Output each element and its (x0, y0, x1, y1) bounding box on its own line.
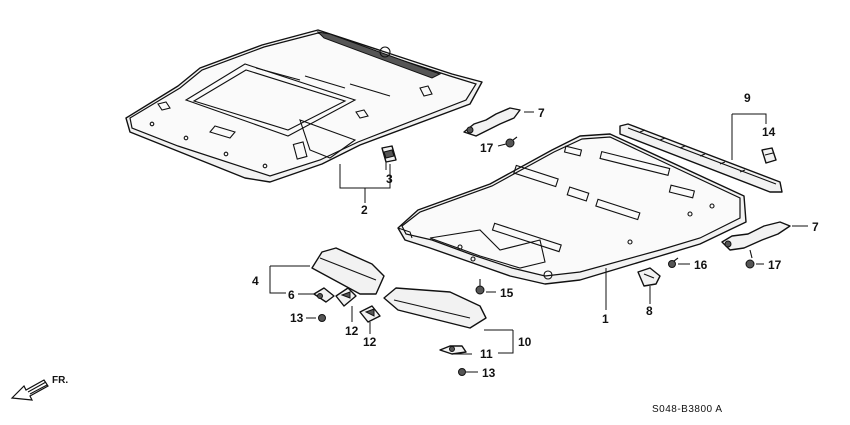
headliner-sunroof (125, 29, 483, 183)
callout-numbers: 1 2 3 4 6 7 7 8 9 10 11 12 12 13 13 14 1… (252, 91, 819, 380)
callout-17-lower: 17 (768, 258, 782, 272)
callout-9: 9 (744, 91, 751, 105)
visor-clip-12b (359, 305, 381, 323)
callout-16: 16 (694, 258, 708, 272)
visor-hinge-6 (313, 287, 335, 303)
callout-1: 1 (602, 312, 609, 326)
grab-handle-upper (463, 107, 521, 137)
callout-12-b: 12 (363, 335, 377, 349)
callout-8: 8 (646, 304, 653, 318)
callout-2: 2 (361, 203, 368, 217)
callout-7-lower: 7 (812, 220, 819, 234)
callout-14: 14 (762, 125, 776, 139)
direction-label: FR. (52, 375, 68, 386)
clip-3 (381, 145, 397, 163)
visor-hinge-11 (439, 345, 467, 355)
sunvisor-left (311, 247, 385, 295)
callout-3: 3 (386, 172, 393, 186)
callout-17-upper: 17 (480, 141, 494, 155)
diagram-code: S048-B3800 A (652, 404, 723, 415)
grab-handle-lower (721, 221, 791, 251)
screw-17-lower (745, 249, 755, 269)
screw-16 (668, 257, 679, 268)
callout-15: 15 (500, 286, 514, 300)
callout-12-a: 12 (345, 324, 359, 338)
callout-13-lower: 13 (482, 366, 496, 380)
leader-lines (269, 111, 808, 373)
callout-11: 11 (480, 347, 493, 361)
holder-8 (637, 267, 661, 287)
sunvisor-right (383, 287, 487, 329)
front-direction-arrow: FR. (10, 375, 68, 401)
callout-7-upper: 7 (538, 106, 545, 120)
clip-14 (761, 147, 777, 164)
visor-clip-12a (335, 287, 357, 307)
callout-13-upper: 13 (290, 311, 304, 325)
roof-rail (619, 123, 783, 193)
headliner-main (397, 133, 747, 285)
callout-4: 4 (252, 274, 259, 288)
screw-15 (475, 279, 485, 295)
screw-13-upper (318, 314, 326, 322)
callout-10: 10 (518, 335, 532, 349)
screw-13-lower (458, 368, 466, 376)
callout-6: 6 (288, 288, 295, 302)
screw-17-upper (505, 136, 518, 148)
arrow-icon (10, 379, 49, 401)
